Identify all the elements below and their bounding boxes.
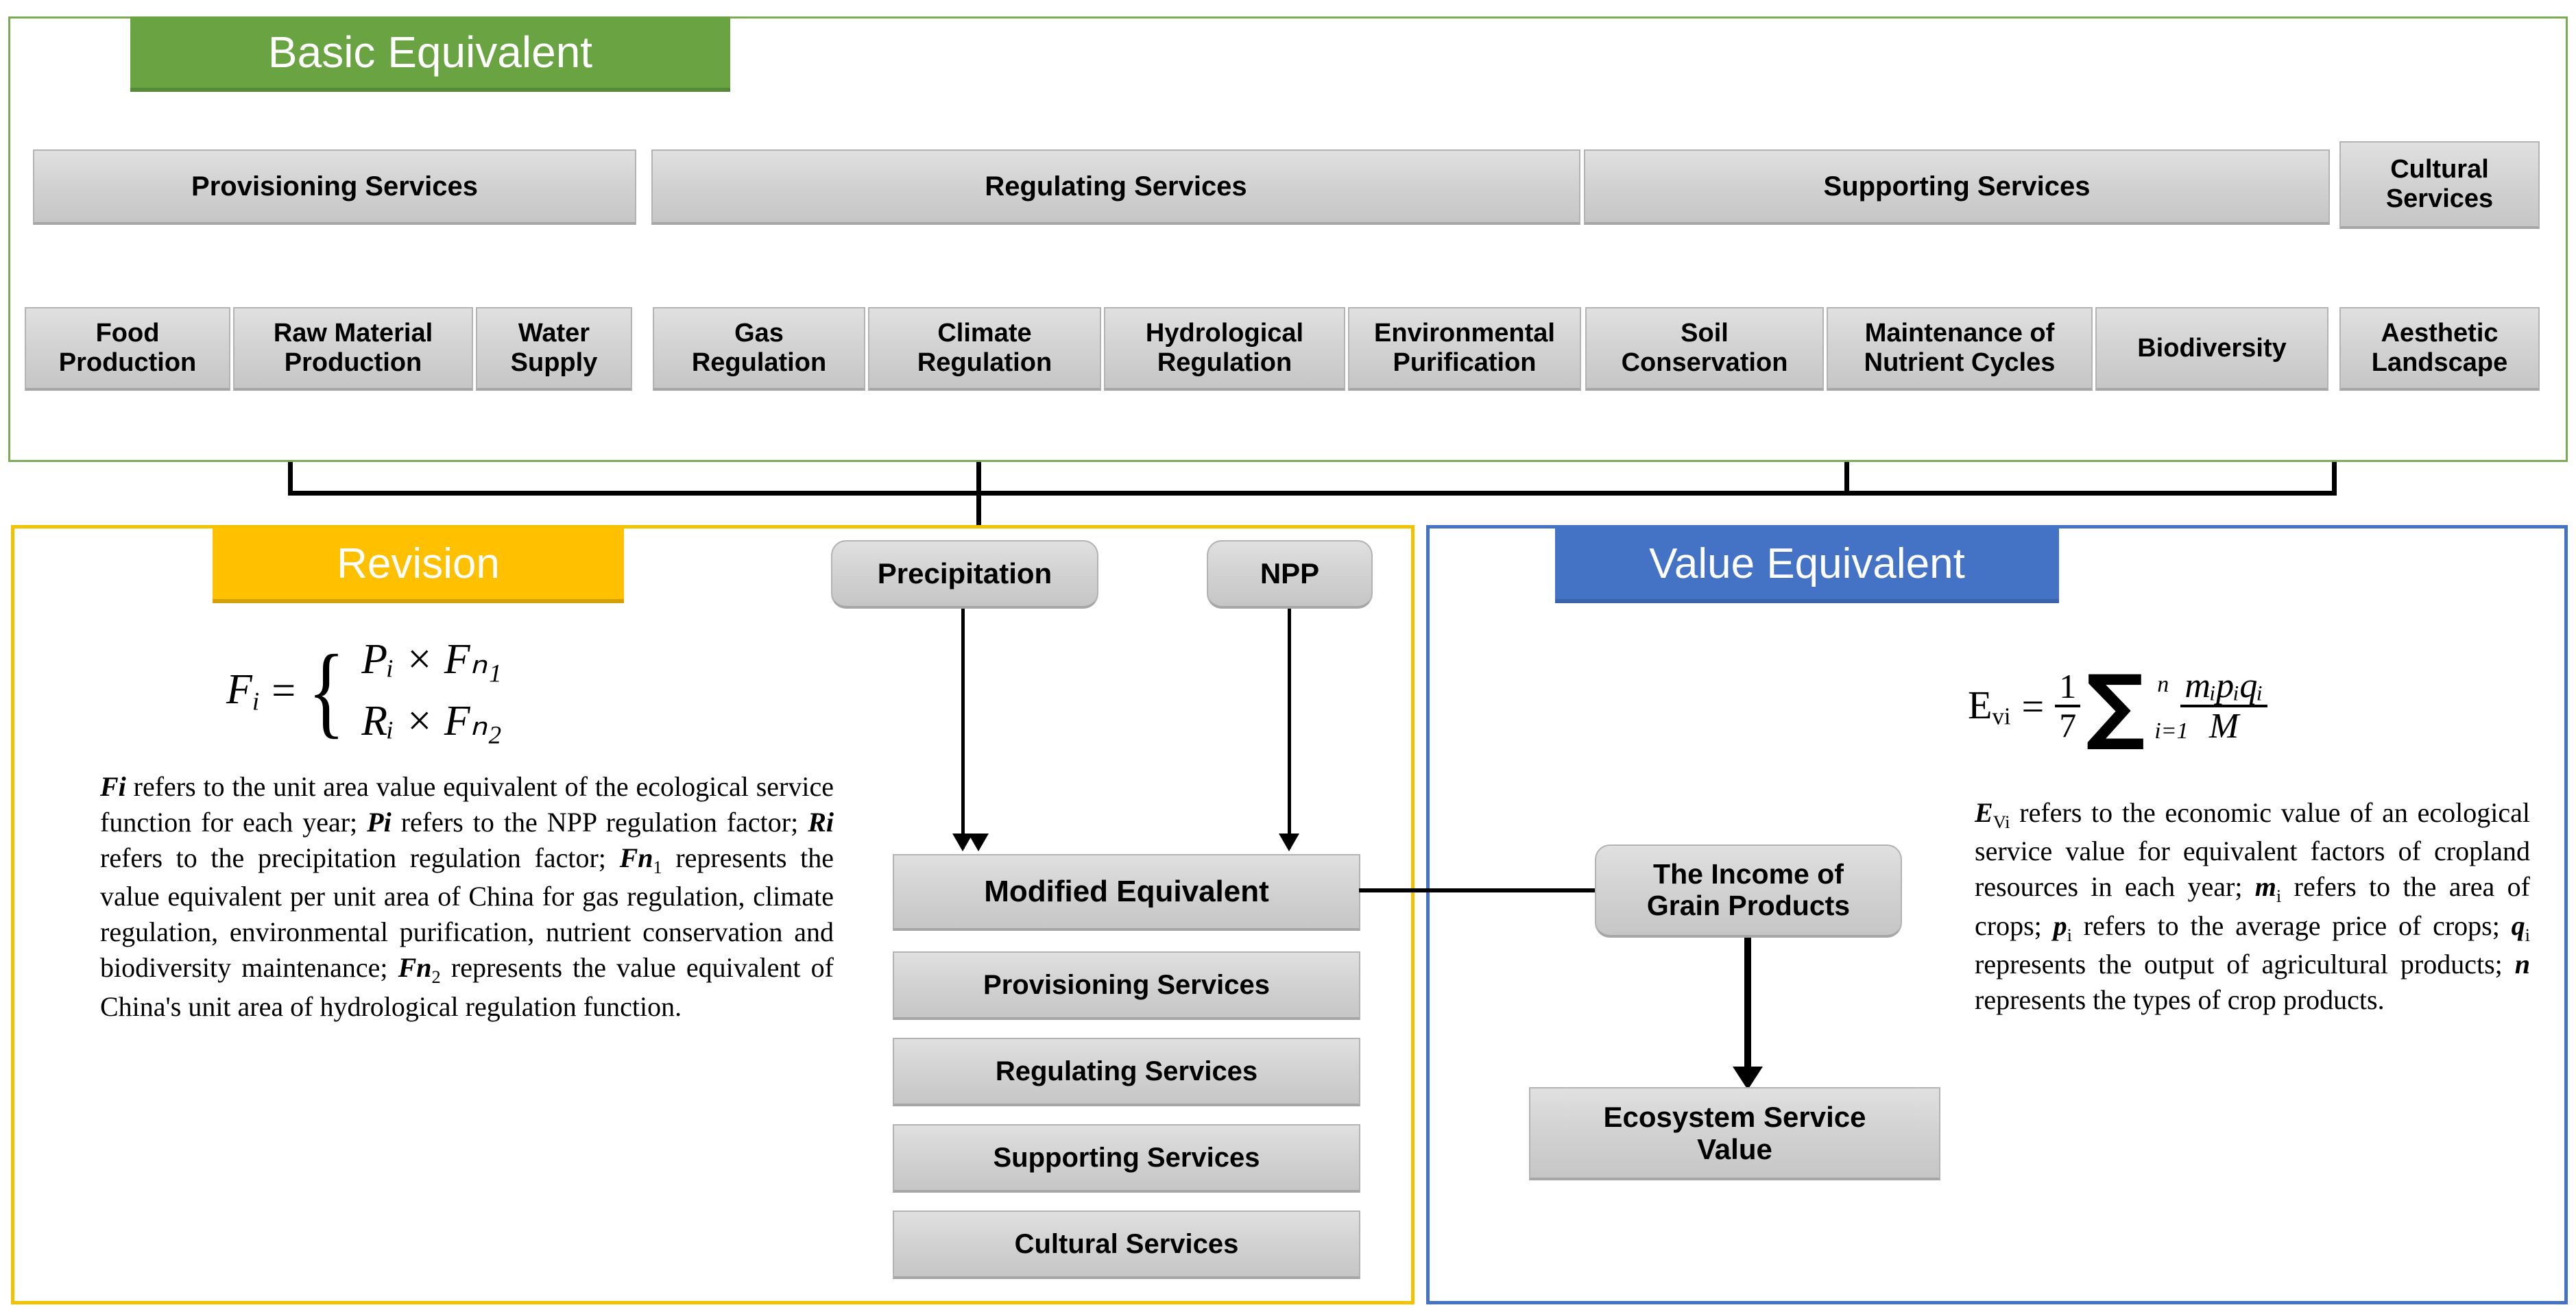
service-label: Provisioning Services (983, 969, 1270, 1000)
group-supporting-services[interactable]: Supporting Services (1584, 149, 2330, 225)
item-aesthetic-landscape[interactable]: Aesthetic Landscape (2339, 307, 2540, 391)
bus-drop-center (976, 462, 981, 547)
bus-drop-right (2332, 462, 2337, 496)
revision-title: Revision (213, 528, 624, 603)
coefficient-denominator: 7 (2055, 705, 2081, 744)
item-label: Water Supply (510, 319, 598, 377)
fraction-denominator: M (2180, 705, 2267, 745)
arrow-head-income-to-esv (1733, 1067, 1763, 1090)
revision-equation-lhs: Fi (226, 666, 260, 716)
value-equation-equals: = (2021, 683, 2045, 729)
revision-equation-case-2: Rᵢ × Fₙ₂ (361, 698, 502, 744)
service-cultural-services[interactable]: Cultural Services (893, 1210, 1360, 1279)
node-label: Modified Equivalent (984, 875, 1269, 909)
item-water-supply[interactable]: Water Supply (476, 307, 632, 391)
arrow-line-income-to-esv (1744, 938, 1751, 1083)
item-label: Biodiversity (2137, 333, 2287, 363)
node-ecosystem-service-value[interactable]: Ecosystem Service Value (1529, 1087, 1940, 1180)
revision-equation-cases: Pᵢ × Fₙ₁ Rᵢ × Fₙ₂ (361, 629, 502, 753)
group-provisioning-services[interactable]: Provisioning Services (33, 149, 636, 225)
item-hydrological-regulation[interactable]: Hydrological Regulation (1104, 307, 1345, 391)
summation-lower-limit: i=1 (2154, 718, 2189, 744)
item-label: Aesthetic Landscape (2371, 319, 2508, 377)
item-food-production[interactable]: Food Production (25, 307, 230, 391)
arrow-head-center-bus (968, 834, 989, 851)
item-label: Hydrological Regulation (1145, 319, 1304, 377)
service-regulating-services[interactable]: Regulating Services (893, 1038, 1360, 1106)
bus-drop-left (288, 462, 293, 496)
node-modified-equivalent[interactable]: Modified Equivalent (893, 854, 1360, 931)
revision-description: Fi refers to the unit area value equival… (100, 771, 834, 1022)
input-label: Precipitation (877, 557, 1052, 590)
value-equation-coefficient: 1 7 (2055, 667, 2081, 744)
arrow-head-npp (1279, 834, 1299, 851)
node-income-of-grain-products[interactable]: The Income of Grain Products (1595, 844, 1902, 938)
bus-horizontal-connector (288, 491, 2337, 496)
revision-equation-equals: = (272, 667, 296, 714)
bus-drop-supporting (1844, 462, 1849, 496)
value-description: EVi refers to the economic value of an e… (1975, 797, 2530, 1015)
item-environmental-purification[interactable]: Environmental Purification (1348, 307, 1581, 391)
input-label: NPP (1260, 557, 1320, 590)
arrow-line-npp (1288, 609, 1291, 849)
item-raw-material-production[interactable]: Raw Material Production (233, 307, 473, 391)
value-equivalent-title-label: Value Equivalent (1649, 539, 1965, 587)
node-label: The Income of Grain Products (1646, 858, 1851, 921)
group-label: Provisioning Services (191, 171, 478, 202)
summation-upper-limit: n (2157, 671, 2169, 697)
fraction-numerator: mᵢpᵢqᵢ (2184, 666, 2263, 705)
coefficient-numerator: 1 (2059, 667, 2077, 705)
arrow-line-precipitation (961, 609, 965, 849)
link-modified-to-income (1359, 888, 1599, 892)
item-climate-regulation[interactable]: Climate Regulation (868, 307, 1101, 391)
service-label: Regulating Services (995, 1056, 1258, 1086)
input-precipitation[interactable]: Precipitation (831, 540, 1098, 609)
service-label: Supporting Services (993, 1142, 1260, 1173)
service-supporting-services[interactable]: Supporting Services (893, 1124, 1360, 1193)
value-equation: Evi = 1 7 ∑ n i=1 mᵢpᵢqᵢ M (1968, 637, 2530, 775)
service-provisioning-services[interactable]: Provisioning Services (893, 951, 1360, 1020)
item-label: Raw Material Production (273, 319, 433, 377)
item-biodiversity[interactable]: Biodiversity (2095, 307, 2328, 391)
item-label: Gas Regulation (691, 319, 827, 377)
value-equation-lhs: Evi (1968, 682, 2011, 730)
revision-title-label: Revision (337, 539, 500, 587)
item-gas-regulation[interactable]: Gas Regulation (653, 307, 865, 391)
service-label: Cultural Services (1014, 1228, 1239, 1259)
summation-symbol: ∑ (2086, 657, 2145, 753)
group-label: Regulating Services (985, 171, 1247, 202)
item-label: Environmental Purification (1374, 319, 1555, 377)
basic-equivalent-title: Basic Equivalent (130, 16, 730, 92)
input-npp[interactable]: NPP (1207, 540, 1373, 609)
value-equation-fraction: mᵢpᵢqᵢ M (2180, 667, 2267, 745)
item-soil-conservation[interactable]: Soil Conservation (1585, 307, 1824, 391)
revision-equation-case-1: Pᵢ × Fₙ₁ (361, 636, 502, 683)
node-label: Ecosystem Service Value (1603, 1100, 1866, 1165)
item-label: Maintenance of Nutrient Cycles (1864, 319, 2056, 377)
item-label: Soil Conservation (1621, 319, 1788, 377)
item-label: Climate Regulation (917, 319, 1052, 377)
revision-equation-brace: { (308, 633, 346, 748)
group-regulating-services[interactable]: Regulating Services (651, 149, 1580, 225)
revision-equation: Fi = { Pᵢ × Fₙ₁ Rᵢ × Fₙ₂ (226, 629, 706, 753)
item-maintenance-of-nutrient-cycles[interactable]: Maintenance of Nutrient Cycles (1827, 307, 2093, 391)
value-equivalent-title: Value Equivalent (1555, 528, 2059, 603)
group-label: Supporting Services (1823, 171, 2091, 202)
basic-equivalent-title-label: Basic Equivalent (267, 27, 593, 77)
item-label: Food Production (58, 319, 197, 377)
group-cultural-services[interactable]: Cultural Services (2339, 141, 2540, 229)
group-label: Cultural Services (2385, 155, 2494, 213)
